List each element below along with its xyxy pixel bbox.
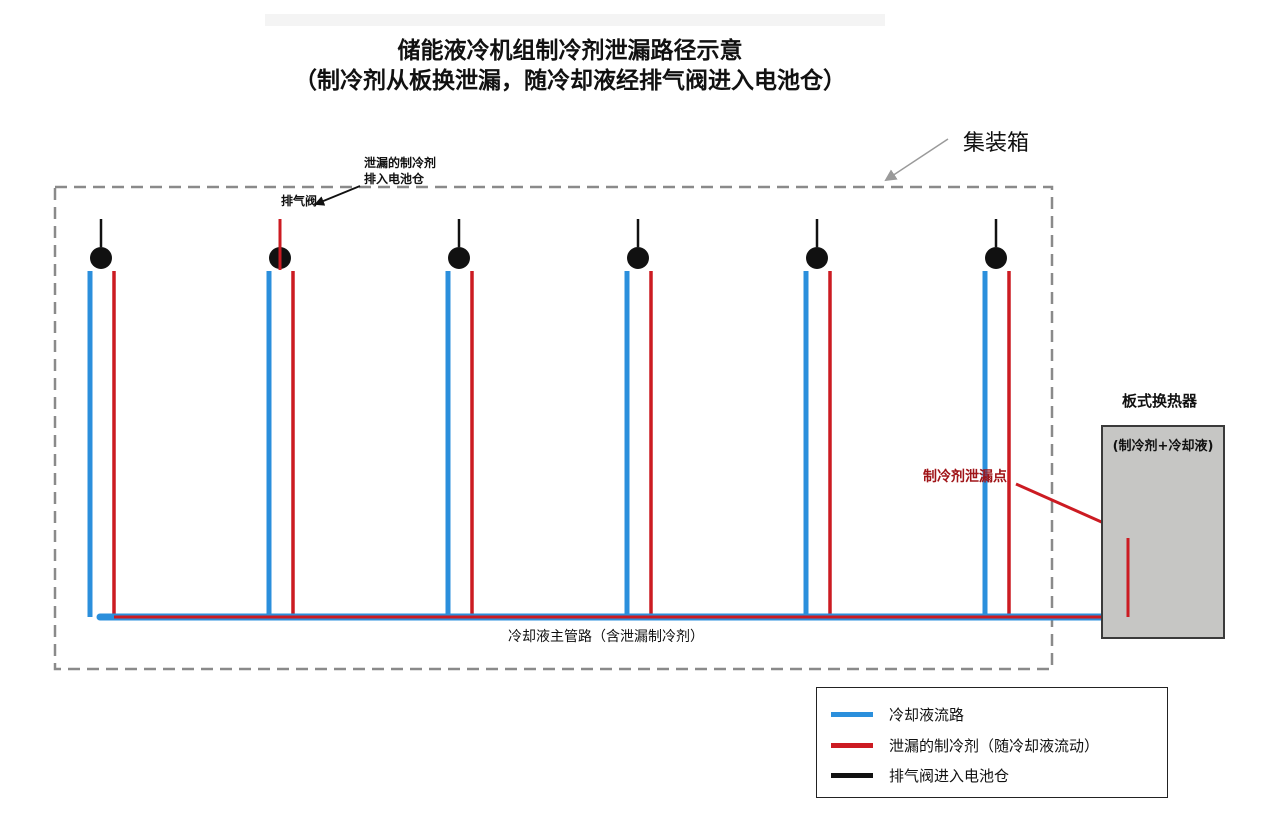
heat-exchanger-title: 板式换热器 (1122, 392, 1198, 410)
vent-valve (448, 247, 470, 269)
container-boundary (53, 185, 1054, 671)
container-pointer-arrow (884, 138, 949, 182)
vent-valve (627, 247, 649, 269)
vent-valve (806, 247, 828, 269)
leak-point-label: 制冷剂泄漏点 (923, 469, 1007, 485)
legend-item-vent: 排气阀进入电池仓 (831, 765, 1009, 785)
legend-swatch-coolant (831, 711, 873, 717)
diagram-title: 储能液冷机组制冷剂泄漏路径示意 （制冷剂从板换泄漏，随冷却液经排气阀进入电池仓） (0, 36, 1140, 96)
vent-valve (985, 247, 1007, 269)
main-pipe-label: 冷却液主管路（含泄漏制冷剂） (508, 629, 704, 645)
legend-swatch-vent (831, 772, 873, 778)
legend-swatch-refrigerant (831, 742, 873, 748)
title-line-1: 储能液冷机组制冷剂泄漏路径示意 (397, 38, 743, 64)
legend-item-refrigerant: 泄漏的制冷剂（随冷却液流动） (831, 735, 1099, 755)
legend-text-vent: 排气阀进入电池仓 (889, 766, 1010, 785)
legend: 冷却液流路 泄漏的制冷剂（随冷却液流动） 排气阀进入电池仓 (816, 687, 1168, 798)
legend-item-coolant: 冷却液流路 (831, 704, 964, 724)
vent-valve-label: 排气阀 (281, 194, 318, 208)
vent-valve (90, 247, 112, 269)
vent-note-line-2: 排入电池仓 (364, 172, 425, 186)
title-band (265, 14, 885, 26)
legend-text-coolant: 冷却液流路 (889, 705, 965, 724)
vent-note-line-1: 泄漏的制冷剂 (364, 156, 437, 170)
heat-exchanger-box: (制冷剂+冷却液) (1101, 425, 1225, 639)
branch-pipes (87, 219, 1011, 617)
container-label: 集装箱 (963, 131, 1030, 156)
legend-text-refrigerant: 泄漏的制冷剂（随冷却液流动） (889, 736, 1100, 755)
title-line-2: （制冷剂从板换泄漏，随冷却液经排气阀进入电池仓） (294, 68, 846, 94)
heat-exchanger-content: (制冷剂+冷却液) (1112, 439, 1214, 454)
vent-pointer-arrow (314, 185, 361, 206)
vent-note: 泄漏的制冷剂 排入电池仓 (364, 155, 436, 187)
